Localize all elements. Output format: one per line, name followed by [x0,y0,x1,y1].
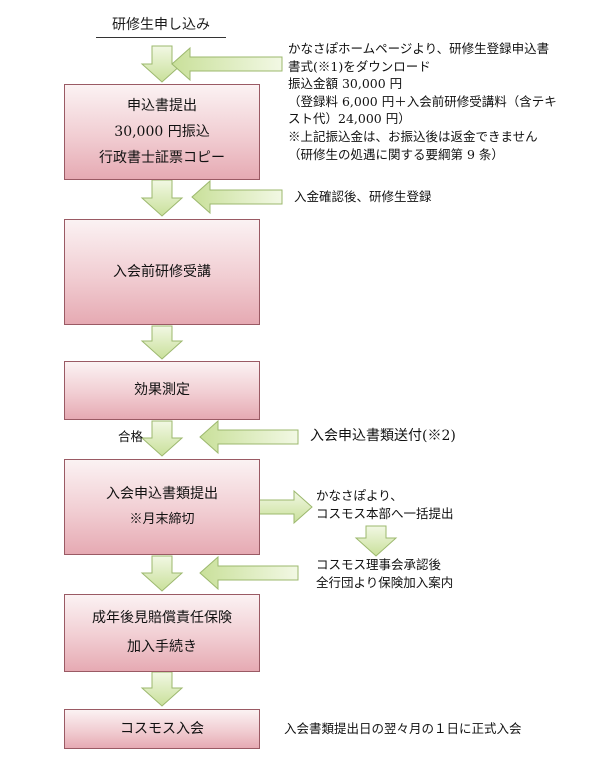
submit-label: 入会申込書類提出 [106,486,218,502]
send-docs-note: 入会申込書類送付(※2) [310,428,456,444]
down-arrow-5 [140,555,184,592]
insurance-line-2: 加入手続き [127,639,197,655]
submit-deadline: ※月末締切 [129,512,195,527]
down-arrow-3 [140,325,184,360]
page-title: 研修生申し込み [96,14,226,38]
apply-line-1: 申込書提出 [127,98,197,114]
insurance-box: 成年後見賠償責任保険 加入手続き [64,594,260,672]
training-label: 入会前研修受講 [113,263,211,280]
apply-box: 申込書提出 30,000 円振込 行政書士証票コピー [64,84,260,180]
download-note-line: 振込金額 30,000 円 [288,76,403,92]
download-note-line: （研修生の処遇に関する要綱第 9 条） [288,146,504,162]
down-arrow-6 [140,671,184,707]
down-arrow-1 [140,45,184,83]
left-arrow-approval [199,555,299,591]
batch-note: かなさぽより、 コスモス本部へ一括提出 [316,487,454,522]
training-box: 入会前研修受講 [64,219,260,325]
left-arrow-confirm [191,179,283,215]
pass-label: 合格 [118,429,144,444]
download-note-line: かなさぽホームページより、研修生登録申込書 [288,41,550,56]
down-arrow-batch [354,525,398,557]
submit-box: 入会申込書類提出 ※月末締切 [64,459,260,555]
apply-line-3: 行政書士証票コピー [99,150,225,166]
down-arrow-4 [140,420,184,457]
join-box: コスモス入会 [64,709,260,749]
left-arrow-download [171,46,283,82]
official-join-note: 入会書類提出日の翌々月の１日に正式入会 [284,721,522,736]
download-note-line: ※上記振込金は、お振込後は返金できません [288,128,538,144]
confirm-note: 入金確認後、研修生登録 [294,189,432,204]
down-arrow-2 [140,179,184,217]
batch-note-line: コスモス本部へ一括提出 [316,505,454,521]
test-box: 効果測定 [64,361,260,420]
join-label: コスモス入会 [120,720,204,737]
download-note-line: スト代）24,000 円） [288,111,411,127]
approval-note-line: 全行団より保険加入案内 [316,574,454,590]
batch-note-line: かなさぽより、 [316,488,403,503]
test-label: 効果測定 [134,382,190,398]
download-note-line: 書式(※1)をダウンロード [288,58,431,74]
right-arrow-batch [251,489,313,525]
approval-note-line: コスモス理事会承認後 [316,557,442,572]
download-note: かなさぽホームページより、研修生登録申込書 書式(※1)をダウンロード 振込金額… [288,40,557,163]
approval-note: コスモス理事会承認後 全行団より保険加入案内 [316,556,453,591]
download-note-line: （登録料 6,000 円＋入会前研修受講料（含テキ [288,93,557,109]
apply-line-2: 30,000 円振込 [114,124,210,140]
left-arrow-send [199,419,299,455]
insurance-line-1: 成年後見賠償責任保険 [92,610,232,626]
